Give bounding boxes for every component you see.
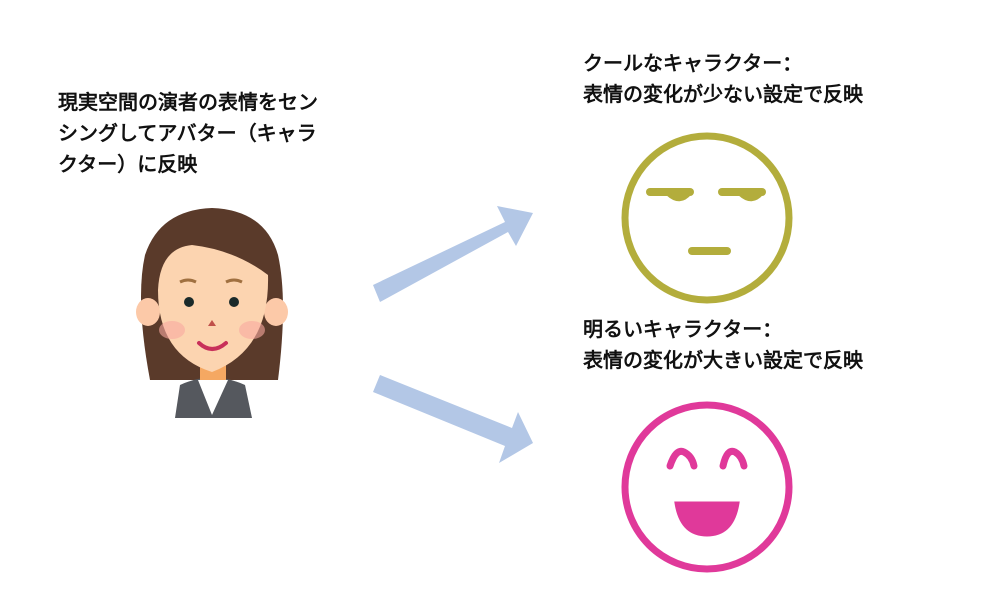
- caption-line: 表情の変化が少ない設定で反映: [583, 82, 863, 106]
- caption-line: 表情の変化が大きい設定で反映: [583, 348, 863, 372]
- arrow-to-cool: [373, 206, 533, 302]
- bright-caption: 明るいキャラクター： 表情の変化が大きい設定で反映: [583, 314, 863, 376]
- caption-line: 現実空間の演者の表情をセン: [58, 90, 318, 114]
- cool-face-icon: [621, 132, 793, 304]
- bright-face-icon: [621, 401, 793, 573]
- cool-caption: クールなキャラクター： 表情の変化が少ない設定で反映: [583, 48, 863, 110]
- performer-caption: 現実空間の演者の表情をセン シングしてアバター（キャラ クター）に反映: [58, 87, 318, 180]
- performer-woman-illustration: [136, 208, 288, 418]
- caption-line: クールなキャラクター：: [583, 51, 803, 75]
- arrow-to-bright: [373, 375, 533, 463]
- caption-line: クター）に反映: [58, 152, 198, 176]
- caption-line: 明るいキャラクター：: [583, 317, 783, 341]
- caption-line: シングしてアバター（キャラ: [58, 121, 317, 145]
